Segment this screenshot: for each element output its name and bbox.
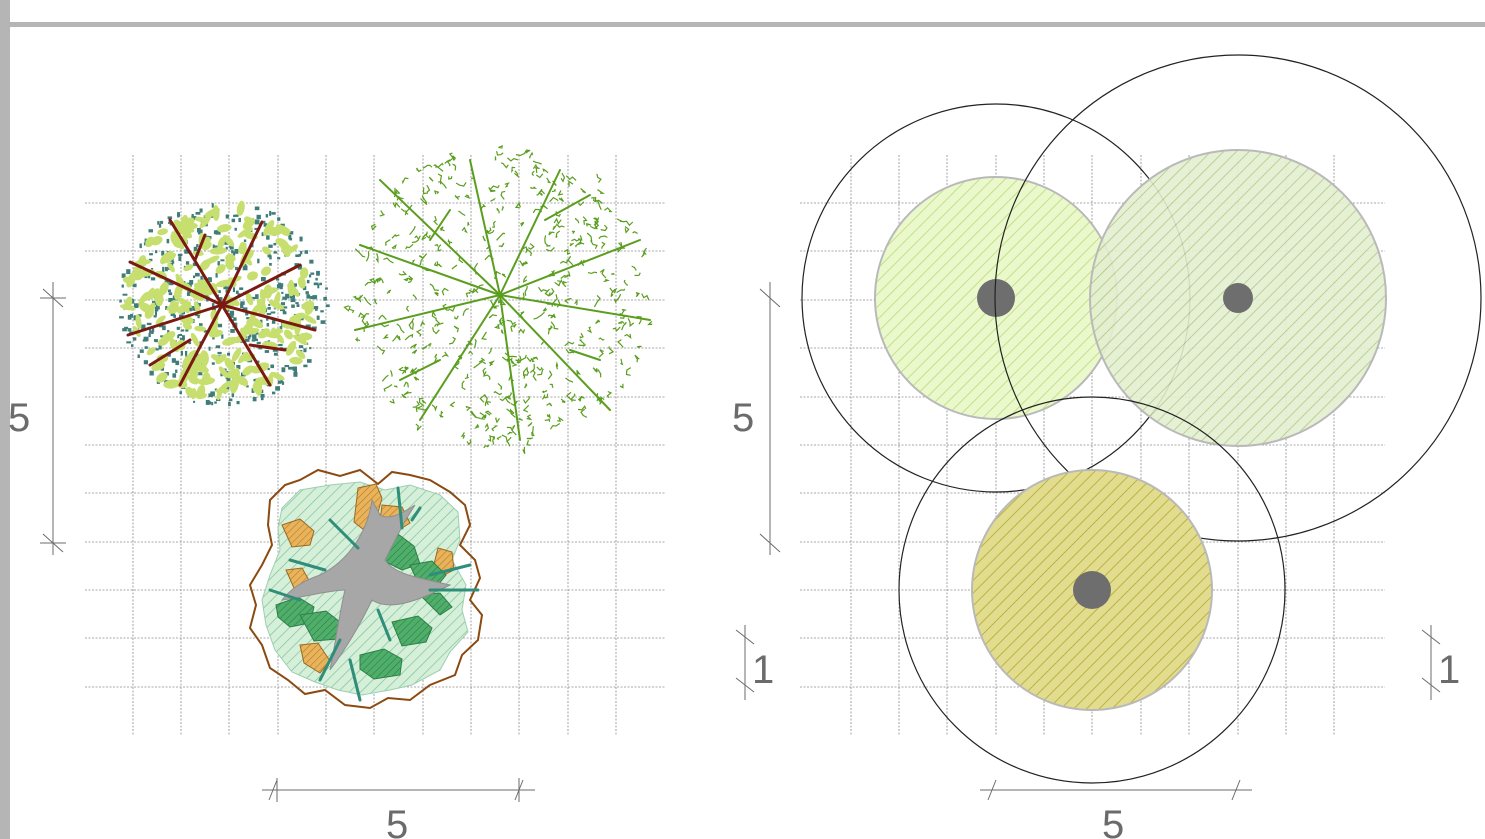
dimension-label-small-right: 1 <box>1438 648 1460 692</box>
dimension-line-vertical-right <box>759 282 781 555</box>
canopy-top-left <box>801 103 1191 493</box>
trunk-marker <box>1073 571 1111 609</box>
dimension-line-horizontal-left <box>262 778 535 802</box>
dimension-line-vertical-left <box>40 282 66 555</box>
left-bar <box>0 0 10 839</box>
canopy-bottom <box>898 396 1286 784</box>
dimension-label-horizontal-right: 5 <box>1102 803 1124 839</box>
dimension-line-small-right <box>1421 625 1441 700</box>
dimension-label-small-left: 1 <box>752 648 774 692</box>
dimension-label-horizontal-left: 5 <box>386 803 408 839</box>
dimension-label-vertical-right: 5 <box>732 396 754 440</box>
top-bar <box>0 0 1485 27</box>
canopy-top-right <box>994 54 1482 542</box>
tree-symbol-layered <box>248 468 484 710</box>
dimension-line-small-left <box>735 625 755 700</box>
dimension-label-vertical-left: 5 <box>8 396 30 440</box>
tree-symbol-green-sketch <box>343 145 653 454</box>
trunk-marker <box>1223 283 1253 313</box>
dimension-line-horizontal-right <box>980 779 1252 801</box>
tree-symbol-teal-lime <box>119 200 330 407</box>
trunk-marker <box>977 279 1015 317</box>
